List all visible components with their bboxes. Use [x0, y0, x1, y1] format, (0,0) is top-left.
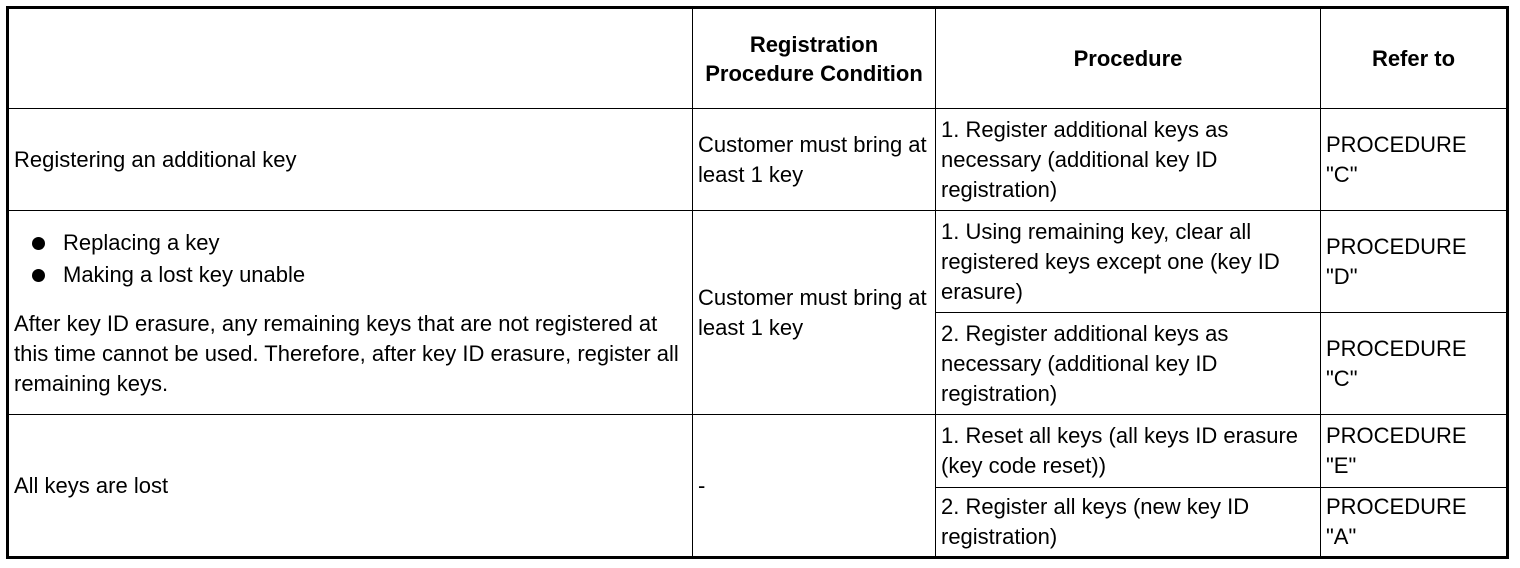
condition-cell: Customer must bring at least 1 key: [692, 108, 936, 211]
procedure-cell: 1. Reset all keys (all keys ID erasure (…: [935, 414, 1321, 488]
refer-cell: PROCEDURE "D": [1320, 210, 1508, 313]
procedure-cell: 1. Register additional keys as necessary…: [935, 108, 1321, 211]
header-row: Registration Procedure Condition Procedu…: [7, 7, 1508, 109]
situation-note: After key ID erasure, any remaining keys…: [14, 310, 679, 396]
table-row: 2. Register all keys (new key ID registr…: [8, 487, 1508, 558]
header-refer-to: Refer to: [1320, 7, 1508, 109]
bullet-icon: [32, 268, 45, 282]
bullet-icon: [32, 236, 45, 250]
condition-cell: -: [692, 414, 936, 558]
bullet-text: Replacing a key: [63, 229, 220, 255]
header-procedure: Procedure: [935, 7, 1321, 109]
header-situation: [7, 7, 693, 109]
header-condition: Registration Procedure Condition: [692, 7, 936, 109]
procedure-cell: 2. Register additional keys as necessary…: [935, 312, 1321, 415]
bullet-text: Making a lost key unable: [63, 261, 306, 287]
refer-cell: PROCEDURE "C": [1320, 108, 1508, 211]
table-row: 2. Register additional keys as necessary…: [8, 312, 1508, 415]
situation-bullet-list: Replacing a key Making a lost key unable: [14, 227, 687, 291]
situation-cell: Registering an additional key: [7, 108, 693, 211]
procedure-cell: 1. Using remaining key, clear all regist…: [935, 210, 1321, 313]
table-row: All keys are lost - 1. Reset all keys (a…: [7, 414, 1508, 558]
table-row: Registering an additional key Customer m…: [7, 108, 1508, 211]
table-row: Replacing a key Making a lost key unable…: [7, 210, 1508, 415]
situation-cell: All keys are lost: [7, 414, 693, 558]
refer-cell: PROCEDURE "E": [1320, 414, 1508, 488]
refer-cell: PROCEDURE "C": [1320, 312, 1508, 415]
procedure-cell: 2. Register all keys (new key ID registr…: [935, 487, 1321, 558]
list-item: Replacing a key: [14, 227, 687, 259]
situation-cell: Replacing a key Making a lost key unable…: [7, 210, 693, 415]
refer-cell: PROCEDURE "A": [1320, 487, 1508, 558]
list-item: Making a lost key unable: [14, 259, 687, 291]
condition-cell: Customer must bring at least 1 key: [692, 210, 936, 415]
key-registration-table: Registration Procedure Condition Procedu…: [6, 6, 1509, 559]
